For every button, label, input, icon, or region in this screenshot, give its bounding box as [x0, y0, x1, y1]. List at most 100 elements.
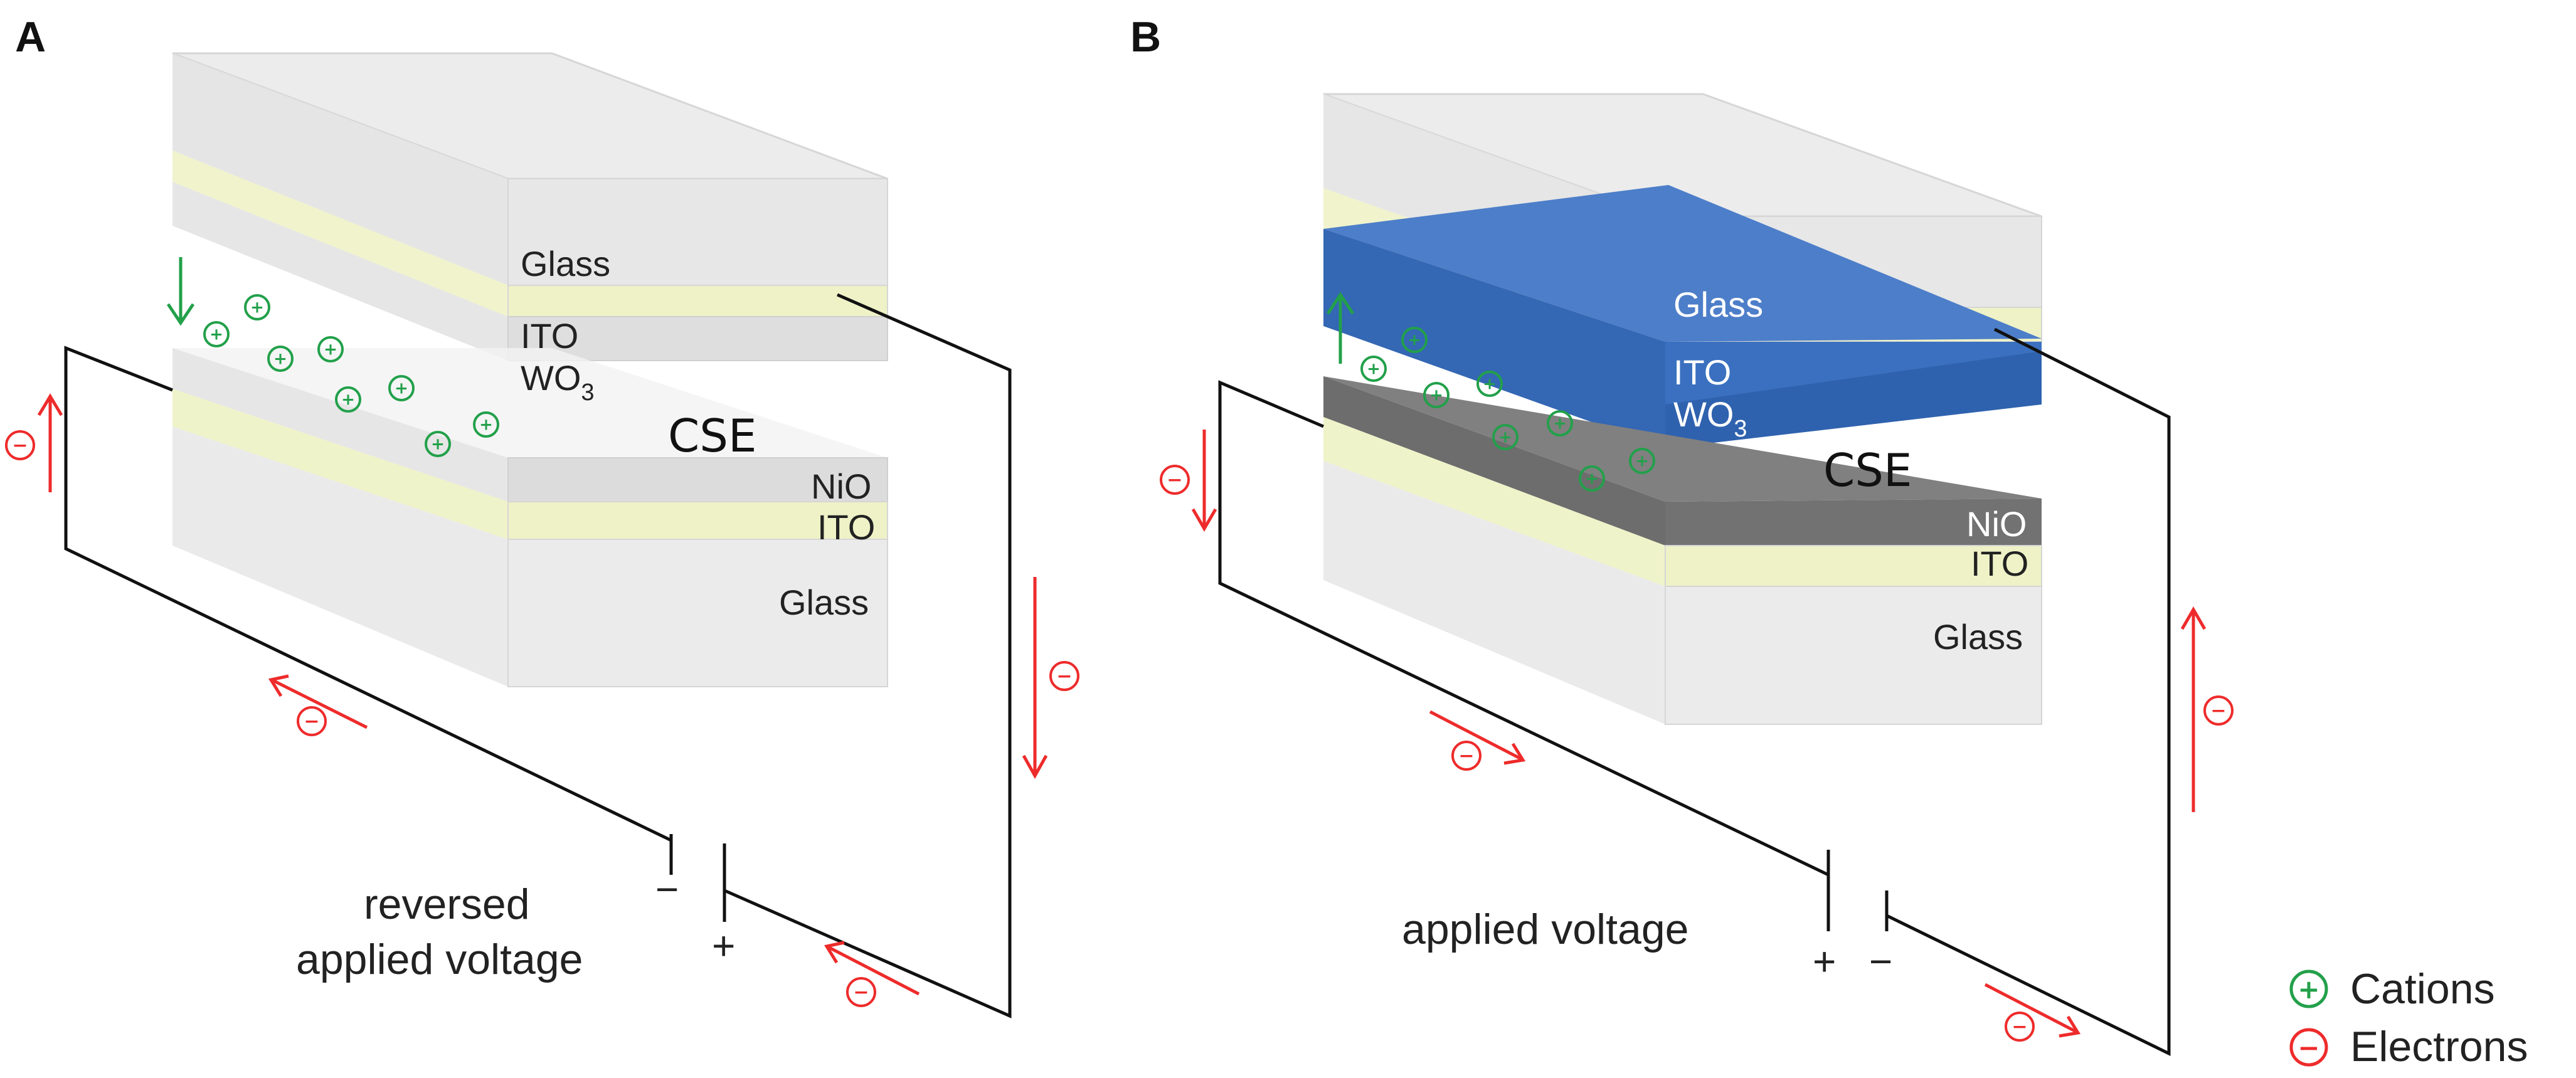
a-label-wo3-base: WO	[521, 358, 581, 398]
a-label-glass-top: Glass	[521, 244, 610, 283]
a-electron-arrow-right	[1022, 577, 1048, 779]
a-cation-4: +	[267, 346, 294, 372]
b-wire-right	[1885, 327, 2171, 1057]
panel-a-bottom-stack	[172, 348, 888, 687]
svg-text:+: +	[209, 325, 223, 344]
a-battery-minus: −	[655, 867, 679, 912]
b-label-wo3-base: WO	[1673, 394, 1734, 434]
panel-a-top-stack	[172, 52, 888, 361]
b-wo3-bottom-front	[1665, 351, 2042, 448]
b-electron-arrow-right	[2180, 606, 2207, 812]
a-electron-bottom: −	[297, 706, 327, 736]
legend-cation-icon	[2289, 970, 2328, 1008]
b-electron-arrow-left	[1191, 430, 1217, 532]
panel-b: B Glass ITO WO3 CSE NiO	[1130, 13, 2207, 1057]
svg-text:+: +	[1407, 331, 1421, 350]
legend-electrons-label: Electrons	[2350, 1023, 2528, 1070]
b-wire-left	[1218, 380, 1830, 877]
a-electron-left: −	[5, 430, 35, 460]
a-voltage-line2: applied voltage	[296, 936, 583, 983]
svg-text:−: −	[853, 981, 869, 1003]
a-label-ito-bottom: ITO	[817, 507, 875, 547]
b-cations	[1326, 292, 1355, 364]
a-battery-plus: +	[712, 923, 735, 968]
b-electron-right: −	[2203, 695, 2234, 726]
b-voltage-line1: applied voltage	[1402, 906, 1688, 953]
a-label-cse: CSE	[668, 410, 756, 462]
a-cation-2: +	[203, 321, 230, 347]
panel-b-top-stack	[1323, 93, 2042, 448]
svg-text:+: +	[1635, 452, 1649, 471]
a-bottom-ito-side	[172, 389, 508, 539]
svg-text:−: −	[1167, 469, 1182, 491]
svg-text:+: +	[1498, 428, 1512, 447]
b-cation-1: +	[1401, 327, 1428, 353]
a-bottom-glass-front	[507, 539, 888, 687]
b-electron-left: −	[1160, 465, 1190, 495]
a-cation-arrow	[166, 257, 195, 326]
a-wire-right	[723, 293, 1012, 1018]
svg-text:+: +	[324, 341, 337, 359]
legend-electrons: − Electrons	[2289, 1023, 2528, 1070]
svg-text:+: +	[395, 379, 408, 398]
b-electron-arrow-corner	[1984, 983, 2081, 1038]
svg-text:−: −	[2012, 1016, 2027, 1038]
svg-text:−: −	[1458, 745, 1474, 767]
svg-text:−: −	[12, 435, 28, 457]
b-cation-4: +	[1423, 382, 1450, 408]
b-cation-2: +	[1360, 356, 1387, 382]
svg-text:+: +	[1367, 360, 1381, 379]
svg-text:+: +	[1429, 386, 1443, 405]
b-battery-minus: −	[1869, 939, 1892, 984]
a-cation-8: +	[473, 411, 499, 438]
svg-text:−: −	[2210, 700, 2226, 722]
a-cations	[166, 257, 195, 326]
b-cation-arrow	[1326, 292, 1355, 364]
panel-b-bottom-stack	[1323, 376, 2042, 725]
legend: + Cations − Electrons	[2289, 965, 2528, 1070]
a-wire-left	[64, 346, 672, 842]
svg-text:+: +	[1553, 415, 1567, 433]
svg-text:+: +	[273, 350, 287, 369]
a-electron-arrow-bottom	[268, 674, 368, 729]
a-bottom-top-face	[172, 348, 888, 458]
b-cation-7: +	[1579, 465, 1605, 492]
legend-electron-icon	[2289, 1028, 2328, 1067]
b-label-glass-top: Glass	[1673, 285, 1763, 324]
b-wo3-top-face	[1323, 185, 2042, 342]
b-electron-corner: −	[2005, 1012, 2035, 1042]
b-glass-bottom-side	[1323, 461, 1665, 724]
legend-cations: + Cations	[2289, 965, 2495, 1013]
b-electron-bottom: −	[1451, 741, 1481, 771]
b-glass-bottom-front	[1665, 586, 2042, 725]
b-cation-6: +	[1547, 410, 1573, 436]
b-label-nio: NiO	[1966, 504, 2027, 544]
b-label-wo3: WO3	[1673, 394, 1747, 442]
a-top-glass-front	[507, 178, 888, 286]
a-label-nio: NiO	[811, 467, 871, 506]
a-electron-arrow-left	[37, 393, 63, 492]
b-ito-bottom-side	[1323, 417, 1665, 586]
b-wo3-side	[1323, 229, 1665, 448]
b-cation-3: +	[1476, 371, 1503, 397]
panel-a: A Glass ITO WO3 CSE NiO ITO Glass	[15, 13, 1048, 1018]
b-nio-side	[1323, 376, 1665, 546]
a-cation-3: +	[317, 336, 344, 362]
a-label-ito-top: ITO	[521, 316, 578, 356]
b-label-cse: CSE	[1823, 444, 1912, 497]
a-cation-6: +	[388, 375, 415, 401]
a-voltage-line1: reversed	[364, 880, 530, 928]
a-cation-5: +	[335, 386, 361, 413]
svg-text:−: −	[304, 711, 319, 732]
a-electron-corner: −	[846, 977, 876, 1007]
a-label-wo3-sub: 3	[581, 379, 594, 406]
svg-text:−: −	[1056, 665, 1072, 687]
a-top-wo3-side	[172, 182, 508, 361]
a-cation-1: +	[244, 294, 270, 320]
b-nio-top	[1323, 376, 2042, 502]
a-electron-arrow-corner	[824, 941, 920, 996]
b-cation-5: +	[1492, 424, 1519, 450]
a-bottom-glass-side	[172, 426, 508, 687]
a-top-ito-front	[507, 285, 888, 317]
